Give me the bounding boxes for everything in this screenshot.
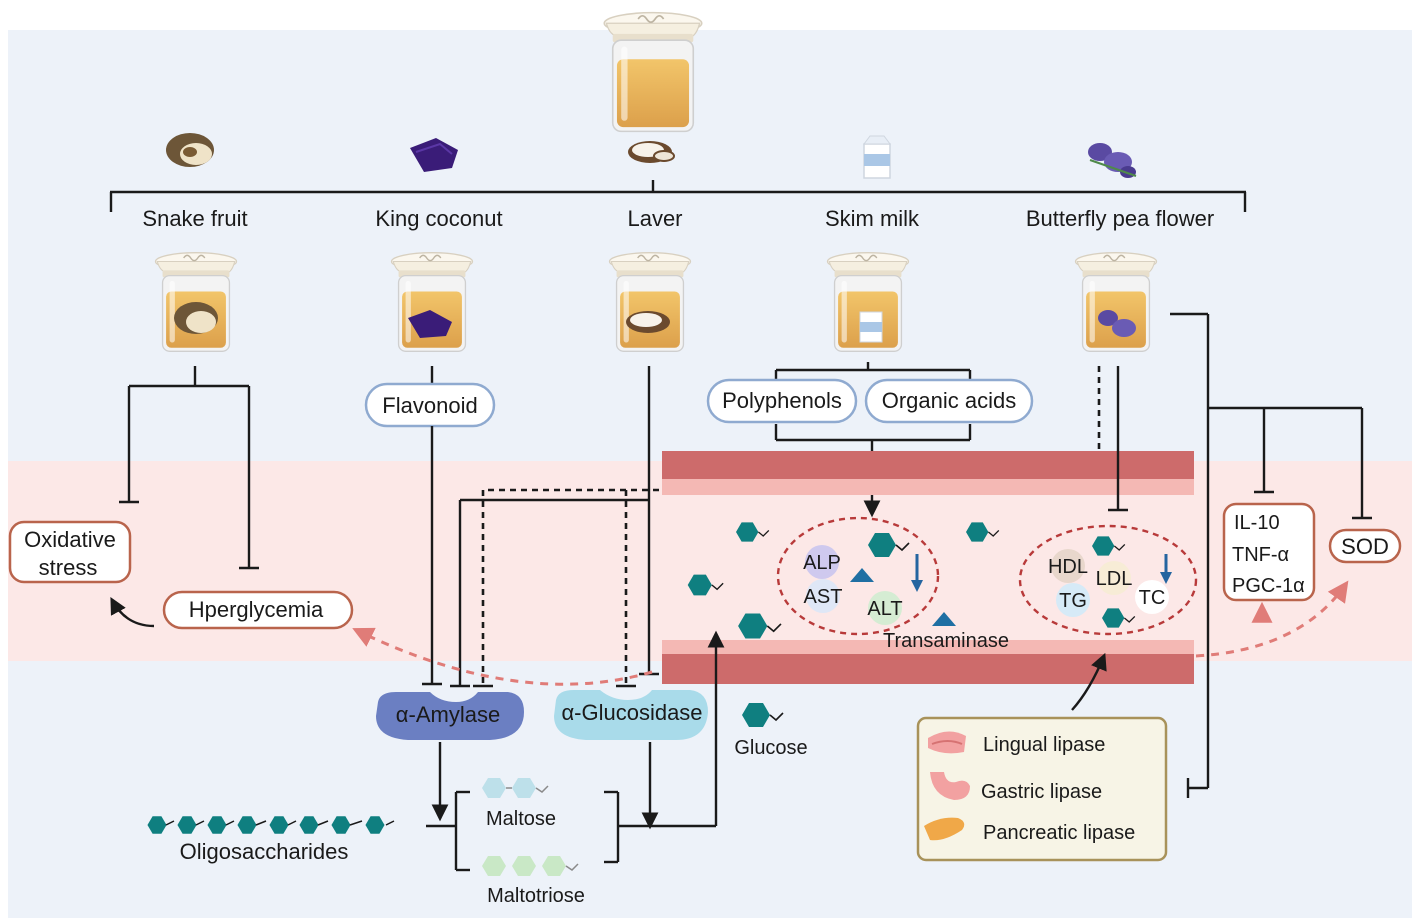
sugar-bracket-left (426, 790, 470, 872)
amylase-shape (376, 692, 524, 740)
butterfly-pea-right-bracket (1170, 312, 1372, 798)
source-label-skim-milk: Skim milk (825, 206, 920, 231)
lipid-marker-circle (1018, 524, 1198, 636)
down-arrow-liver (911, 554, 923, 592)
pancreas-icon (924, 817, 965, 841)
snake-fruit-inhibition (119, 366, 259, 570)
sod-pill (1328, 528, 1402, 564)
pink-dashed-arrow-right (1195, 580, 1349, 658)
polyphenols-label: Polyphenols (722, 388, 842, 413)
kombucha-jar-main (603, 11, 703, 133)
cytokine-il10: IL-10 (1234, 512, 1280, 534)
hdl-bubble (1051, 549, 1085, 583)
tc-bubble (1135, 580, 1169, 614)
source-label-king-coconut: King coconut (375, 206, 502, 231)
source-label-laver: Laver (627, 206, 682, 231)
cytokine-box (1222, 502, 1316, 602)
maltotriose-label: Maltotriose (487, 885, 585, 907)
flavonoid-pill (364, 382, 496, 428)
organic-acids-pill (864, 378, 1034, 424)
hdl-label: HDL (1048, 556, 1088, 578)
flavonoid-label: Flavonoid (382, 393, 477, 418)
glucose-label: Glucose (734, 737, 807, 759)
cytokine-pgc: PGC-1α (1232, 575, 1305, 597)
transaminase-label: Transaminase (883, 630, 1009, 652)
lipase-box (916, 716, 1168, 862)
maltose-icon (482, 778, 549, 798)
glucosidase-label: α-Glucosidase (561, 700, 702, 725)
alt-label: ALT (867, 598, 902, 620)
oxidative-stress-line1: Oxidative (24, 527, 116, 552)
hyperglycemia-pill (162, 590, 354, 630)
skim-milk-bracket (774, 362, 972, 380)
polyphenols-pill (706, 378, 858, 424)
lingual-lipase-label: Lingual lipase (983, 734, 1105, 756)
jar-butterfly-pea (1074, 251, 1158, 353)
oxidative-stress-pill (8, 520, 132, 584)
pancreatic-lipase-label: Pancreatic lipase (983, 822, 1135, 844)
gastric-lipase-label: Gastric lipase (981, 781, 1102, 803)
tg-label: TG (1059, 590, 1087, 612)
tg-bubble (1056, 583, 1090, 617)
jar-king-coconut (390, 251, 474, 353)
oligosaccharides-label: Oligosaccharides (180, 839, 349, 864)
oligosaccharide-chain (147, 816, 395, 834)
hyperglycemia-to-oxidative-arrow (110, 597, 155, 628)
tc-label: TC (1139, 587, 1166, 609)
oxidative-stress-line2: stress (39, 555, 98, 580)
sugar-bracket-right (604, 630, 725, 864)
maltotriose-icon (482, 856, 579, 876)
source-label-snake-fruit: Snake fruit (142, 206, 247, 231)
hyperglycemia-label: Hperglycemia (189, 597, 324, 622)
organic-acids-label: Organic acids (882, 388, 1017, 413)
ast-label: AST (804, 586, 843, 608)
jar-laver (608, 251, 692, 353)
source-label-butterfly-pea: Butterfly pea flower (1026, 206, 1214, 231)
jar-snake-fruit (154, 251, 238, 353)
liver-marker-circle (776, 516, 940, 636)
lipase-to-vessel-arrow (1071, 652, 1107, 711)
king-coconut-icon (410, 138, 458, 172)
enzyme-triangle-2 (932, 612, 956, 626)
ldl-bubble (1097, 561, 1131, 595)
amylase-label: α-Amylase (396, 702, 500, 727)
pink-dashed-arrow-left (352, 627, 653, 686)
alt-bubble (868, 591, 902, 625)
stomach-icon (930, 772, 970, 800)
butterfly-pea-flower-icon (1088, 143, 1137, 178)
ldl-label: LDL (1096, 568, 1133, 590)
snake-fruit-icon (166, 133, 214, 167)
enzyme-triangle-1 (850, 568, 874, 582)
tongue-icon (928, 731, 966, 754)
skim-milk-icon (863, 135, 891, 179)
down-arrow-lipid (1160, 554, 1172, 584)
maltose-label: Maltose (486, 808, 556, 830)
alp-label: ALP (803, 552, 841, 574)
laver-to-amylase-line (450, 498, 649, 688)
sod-label: SOD (1341, 534, 1389, 559)
top-bracket (109, 180, 1247, 212)
jar-skim-milk (826, 251, 910, 353)
ast-bubble (806, 579, 840, 613)
coconut-icon (628, 141, 675, 163)
cytokine-tnf: TNF-α (1232, 544, 1289, 566)
alp-bubble (805, 545, 839, 579)
glucosidase-shape (554, 690, 708, 740)
